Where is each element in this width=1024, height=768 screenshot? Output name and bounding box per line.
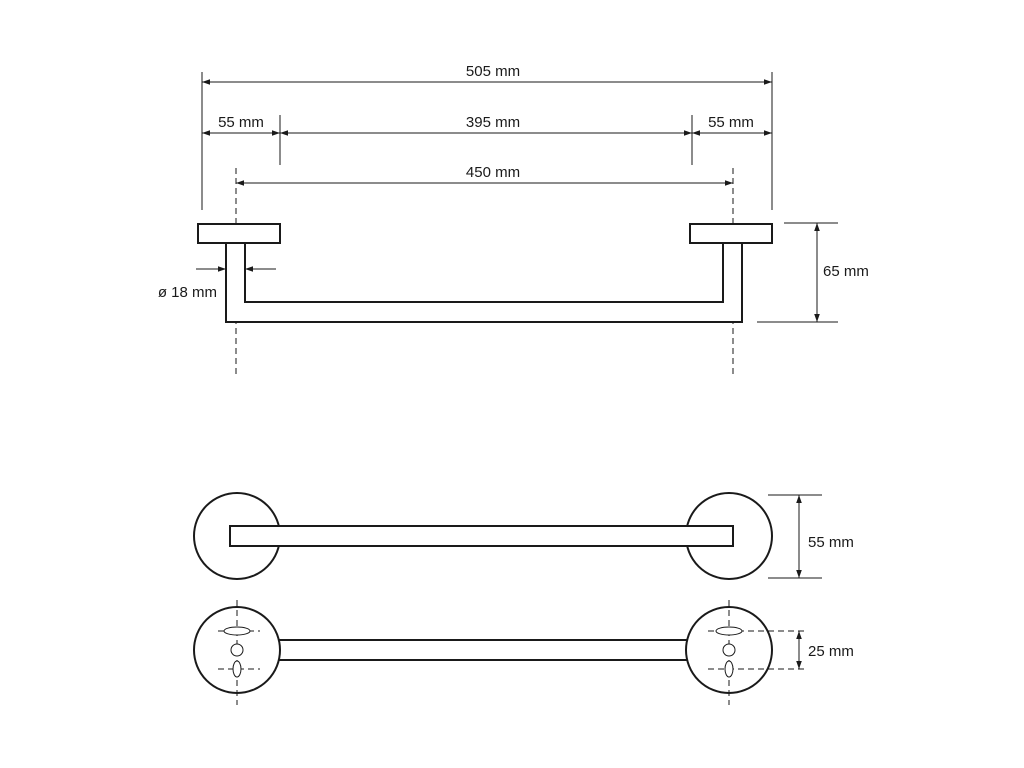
top-view: 505 mm 55 mm 395 mm 55 mm 450 mm ø 18 mm… bbox=[158, 63, 869, 375]
tube-diameter-label: ø 18 mm bbox=[158, 284, 217, 301]
fixing-holes-left bbox=[218, 600, 260, 705]
slot-hole-bottom-right bbox=[724, 660, 734, 678]
center-hole-right bbox=[722, 643, 736, 657]
rosette-diameter-label: 55 mm bbox=[808, 534, 854, 551]
left-mount-width-label: 55 mm bbox=[218, 114, 264, 131]
fixing-holes-right bbox=[708, 600, 808, 705]
hole-spacing-label: 25 mm bbox=[808, 643, 854, 660]
front-bar bbox=[229, 525, 734, 547]
bar-span-label: 395 mm bbox=[466, 114, 520, 131]
front-view: 55 mm bbox=[193, 492, 854, 580]
back-view: 25 mm bbox=[193, 600, 854, 705]
slot-hole-top-right bbox=[715, 626, 743, 636]
slot-hole-bottom-left bbox=[232, 660, 242, 678]
towel-bar-body bbox=[225, 242, 743, 323]
center-distance-label: 450 mm bbox=[466, 164, 520, 181]
right-mount-width-label: 55 mm bbox=[708, 114, 754, 131]
center-hole-left bbox=[230, 643, 244, 657]
mounting-plate-left bbox=[197, 223, 281, 244]
mounting-plate-right bbox=[689, 223, 773, 244]
projection-label: 65 mm bbox=[823, 263, 869, 280]
overall-width-label: 505 mm bbox=[466, 63, 520, 80]
back-bar bbox=[269, 639, 699, 661]
slot-hole-top-left bbox=[223, 626, 251, 636]
